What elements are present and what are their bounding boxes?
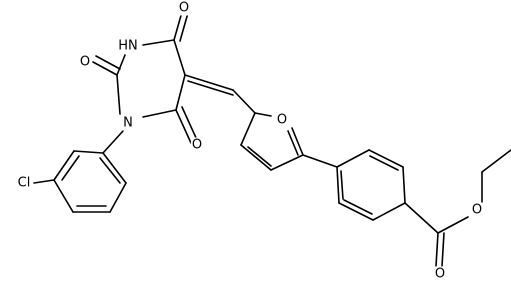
- atom-label-background: [78, 54, 92, 70]
- bond: [173, 11, 183, 41]
- bond: [102, 130, 124, 154]
- atom-label: O: [192, 138, 202, 153]
- atom-labels-group: O HN O N O O Cl O O: [16, 0, 484, 282]
- bond: [340, 170, 344, 200]
- bond: [109, 182, 127, 213]
- atom-label: O: [80, 55, 90, 70]
- bond: [99, 157, 121, 184]
- bond: [175, 74, 186, 111]
- bond: [92, 61, 118, 76]
- atom-label-background: [117, 38, 139, 54]
- bond: [270, 154, 304, 171]
- atom-cl: Cl: [16, 175, 32, 191]
- atom-label: O: [179, 1, 189, 16]
- bond: [53, 150, 75, 181]
- bond: [481, 149, 511, 173]
- bond: [240, 144, 272, 171]
- atom-label: O: [435, 267, 445, 282]
- bond: [437, 216, 469, 234]
- atom-label: O: [277, 113, 287, 128]
- atom-o-left: O: [78, 54, 92, 70]
- bond: [187, 80, 234, 96]
- bond: [232, 89, 256, 114]
- bond: [291, 127, 304, 156]
- bond: [338, 202, 374, 221]
- atom-label-background: [122, 115, 134, 131]
- bond: [343, 199, 373, 215]
- bond: [302, 154, 338, 168]
- atom-o-ester-link: O: [470, 202, 484, 218]
- atom-label: Cl: [18, 176, 31, 191]
- atom-label: N: [123, 116, 133, 131]
- bond: [184, 74, 234, 91]
- atom-label-background: [470, 202, 484, 218]
- bond: [254, 112, 272, 117]
- atom-label: HN: [118, 39, 138, 54]
- bond: [441, 232, 445, 267]
- bond: [181, 106, 198, 141]
- bond: [336, 149, 370, 168]
- bond: [142, 39, 175, 46]
- bond: [336, 166, 340, 204]
- bond: [368, 149, 404, 168]
- bond: [247, 146, 272, 167]
- atom-o-furan: O: [275, 112, 289, 128]
- atom-label-background: [190, 137, 204, 153]
- atom-o-ester-carbonyl: O: [433, 266, 447, 282]
- bond: [33, 179, 55, 184]
- bond: [179, 12, 189, 42]
- bond: [173, 39, 186, 76]
- atom-label-background: [275, 112, 289, 128]
- atom-o-top: O: [177, 0, 191, 16]
- bond: [402, 166, 406, 204]
- atom-n1: N: [122, 115, 134, 131]
- bond: [287, 130, 299, 156]
- atom-nh: HN: [117, 38, 139, 54]
- atom-label-background: [433, 266, 447, 282]
- bond: [240, 112, 256, 146]
- bond: [102, 152, 127, 184]
- bond: [95, 55, 121, 70]
- bond: [73, 150, 104, 154]
- atom-o-bottom: O: [190, 137, 204, 153]
- bonds-group: [33, 11, 511, 267]
- bond: [372, 202, 406, 221]
- bond: [369, 155, 399, 171]
- atom-label: O: [472, 203, 482, 218]
- bond: [435, 232, 439, 267]
- bond: [116, 74, 121, 115]
- atom-label-background: [16, 175, 32, 191]
- bond: [142, 109, 177, 118]
- bond: [175, 109, 192, 144]
- atom-label-background: [177, 0, 191, 16]
- bond: [61, 155, 80, 181]
- bond: [53, 179, 74, 213]
- bond: [116, 54, 126, 76]
- bond: [404, 202, 439, 234]
